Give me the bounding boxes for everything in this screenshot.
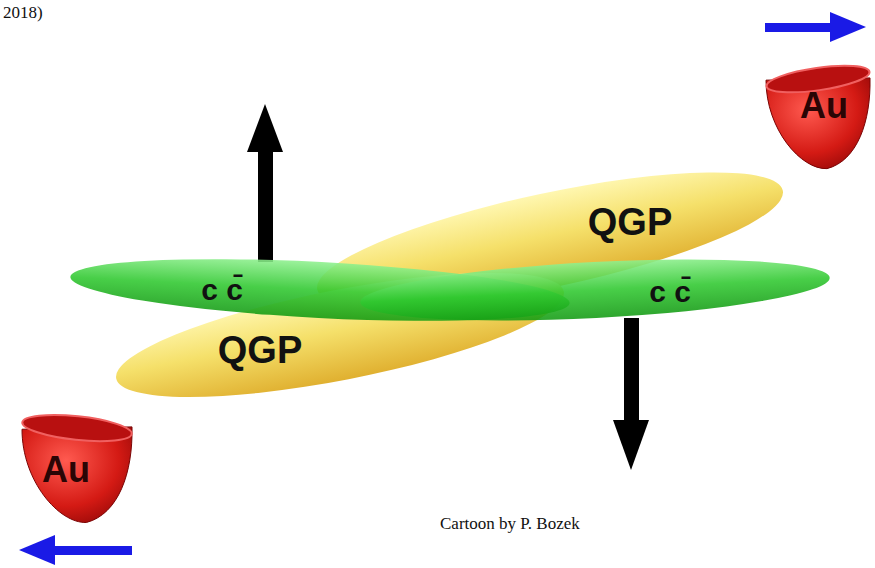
charm-ellipse: c c̄ — [350, 250, 840, 330]
node-label: QGP — [588, 201, 672, 244]
node-label: Au — [800, 85, 848, 127]
credit-note: Cartoon by P. Bozek — [440, 514, 580, 534]
node-label: QGP — [218, 329, 302, 372]
node-label: c c̄ — [201, 273, 243, 307]
shape-outline — [359, 250, 831, 331]
cup-rim — [21, 411, 133, 446]
beam-arrow — [765, 12, 866, 42]
shape-svg — [350, 250, 840, 330]
citation-fragment: 2018) — [3, 3, 43, 23]
beam-arrow — [19, 535, 132, 565]
flow-arrow — [613, 318, 649, 470]
flow-arrow — [247, 104, 283, 262]
nucleus-cup: Au — [762, 60, 874, 172]
node-label: Au — [42, 449, 90, 491]
node-label: c c̄ — [649, 275, 691, 309]
nucleus-cup: Au — [18, 408, 136, 526]
